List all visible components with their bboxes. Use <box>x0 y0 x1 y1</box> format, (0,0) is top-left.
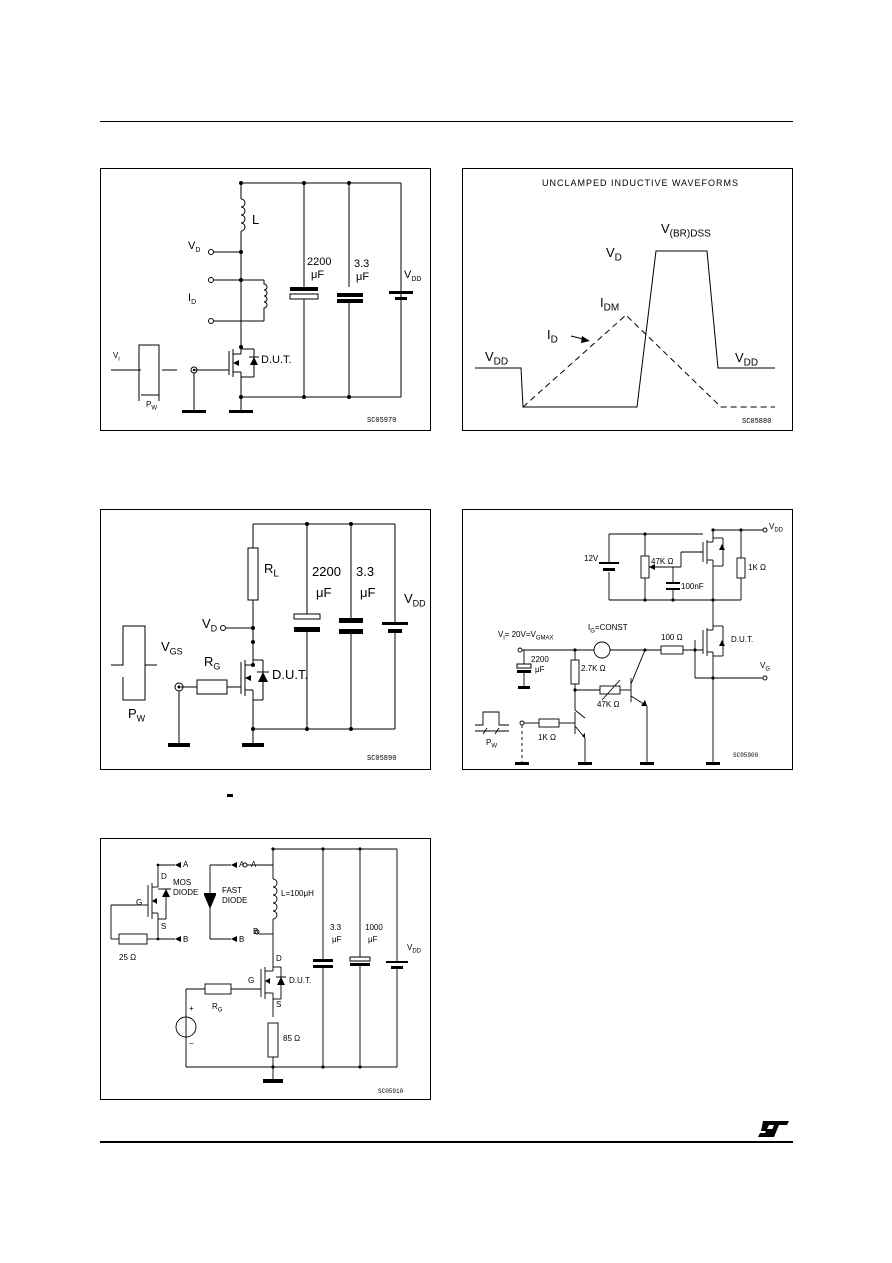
circuit-schematic <box>475 527 768 765</box>
label-ID: ID <box>188 292 197 307</box>
label-cap2-value: 3.3 <box>354 258 370 270</box>
label-cap1-value: 2200 <box>307 256 332 268</box>
label-Vi: Vi <box>113 351 120 363</box>
label-PW: PW <box>146 400 158 412</box>
label-VD: VD <box>606 245 622 264</box>
label-IG: IG=CONST <box>588 623 628 635</box>
label-VBR: V(BR)DSS <box>661 221 711 240</box>
label-cap1-unit: μF <box>316 585 332 600</box>
label-G1: G <box>136 898 143 907</box>
label-cap1-unit: μF <box>311 269 325 281</box>
label-100-ohm: 100 Ω <box>661 633 683 642</box>
label-L: L <box>252 212 260 227</box>
label-diode2: DIODE <box>222 896 248 905</box>
label-DUT: D.U.T. <box>731 635 754 644</box>
label-D2: D <box>276 954 282 963</box>
label-A2: A <box>239 860 245 869</box>
label-PW: PW <box>486 738 498 750</box>
label-B2: B <box>239 935 245 944</box>
label-2.7k: 2.7K Ω <box>581 664 606 673</box>
label-D1: D <box>161 872 167 881</box>
label-12V: 12V <box>584 554 599 563</box>
label-VGS: VGS <box>161 639 183 657</box>
label-cap1-unit: μF <box>332 935 342 944</box>
label-VI: Vi= 20V=VGMAX <box>498 630 554 642</box>
st-logo-icon <box>758 1121 789 1137</box>
label-RG: RG <box>204 654 221 672</box>
figure-unclamped-inductive-circuit: L VD ID 2200 μF 3.3 μF VDD Vi PW D.U.T. … <box>100 168 431 431</box>
label-mos: MOS <box>173 878 192 887</box>
label-B3: B <box>253 927 259 936</box>
label-VG: VG <box>760 661 771 673</box>
label-cap2-unit: μF <box>368 935 378 944</box>
label-IDM: IDM <box>600 295 620 314</box>
label-diode1: DIODE <box>173 888 199 897</box>
label-2200-value: 2200 <box>531 655 549 664</box>
label-minus: − <box>189 1039 194 1048</box>
label-cap1-value: 3.3 <box>330 923 342 932</box>
label-A1: A <box>183 860 189 869</box>
figure-code: SC05880 <box>742 418 772 426</box>
label-DUT: D.U.T. <box>289 976 312 985</box>
circuit-schematic <box>111 181 413 413</box>
label-plus: + <box>189 1004 194 1013</box>
label-RL: RL <box>264 561 279 580</box>
label-PW: PW <box>128 706 146 724</box>
label-RG: RG <box>212 1002 223 1014</box>
label-cap2-unit: μF <box>356 271 370 283</box>
label-B1: B <box>183 935 189 944</box>
label-cap2-value: 1000 <box>365 923 383 932</box>
label-cap2-unit: μF <box>360 585 376 600</box>
top-rule <box>100 121 793 122</box>
figure-switching-times-circuit: RL 2200 μF 3.3 μF VDD VD VGS RG D.U.T. P… <box>100 509 431 770</box>
label-L: L=100μH <box>281 889 314 898</box>
label-VD: VD <box>188 240 201 255</box>
label-cap2-value: 3.3 <box>356 564 375 579</box>
waveform-plot <box>475 250 775 408</box>
figure-inductive-load-switching-circuit: A D MOS DIODE G S B 25 Ω A FAST DIODE B … <box>100 838 431 1100</box>
label-fast: FAST <box>222 886 243 895</box>
figure-code: SC05890 <box>367 755 397 763</box>
figure-code: SC05910 <box>378 1088 404 1095</box>
label-VD: VD <box>202 616 218 634</box>
circuit-schematic <box>110 847 408 1083</box>
label-cap1-value: 2200 <box>312 564 341 579</box>
label-1k-left: 1K Ω <box>538 733 556 742</box>
label-VDD: VDD <box>404 591 426 609</box>
label-ID: ID <box>547 327 558 346</box>
figure-code: SC05970 <box>367 417 397 425</box>
label-S1: S <box>161 922 167 931</box>
waveform-title: UNCLAMPED INDUCTIVE WAVEFORMS <box>542 178 740 188</box>
label-G2: G <box>248 976 255 985</box>
label-1k-right: 1K Ω <box>748 563 766 572</box>
stray-mark <box>227 794 233 797</box>
label-VDD: VDD <box>769 522 784 534</box>
label-DUT: D.U.T. <box>272 667 309 682</box>
label-47k-top: 47K Ω <box>651 557 674 566</box>
figure-unclamped-inductive-waveforms: UNCLAMPED INDUCTIVE WAVEFORMS V(BR)DSS V… <box>462 168 793 431</box>
label-47k-mid: 47K Ω <box>597 700 620 709</box>
label-VDD-left: VDD <box>485 349 509 368</box>
label-r85: 85 Ω <box>283 1034 301 1043</box>
label-100nF: 100nF <box>681 582 704 591</box>
label-VDD-right: VDD <box>735 350 759 369</box>
bottom-rule <box>100 1141 793 1143</box>
label-VDD: VDD <box>407 943 422 955</box>
label-r25: 25 Ω <box>119 953 137 962</box>
figure-code: SC05900 <box>733 752 759 759</box>
label-S2: S <box>276 1000 282 1009</box>
circuit-schematic <box>111 522 408 747</box>
label-VDD: VDD <box>404 269 422 284</box>
label-A3: A <box>251 860 257 869</box>
figure-gate-charge-circuit: VDD 12V 47K Ω 100nF 1K Ω IG=CONST Vi= 20… <box>462 509 793 770</box>
label-DUT: D.U.T. <box>261 354 292 366</box>
label-2200-unit: μF <box>535 665 545 674</box>
